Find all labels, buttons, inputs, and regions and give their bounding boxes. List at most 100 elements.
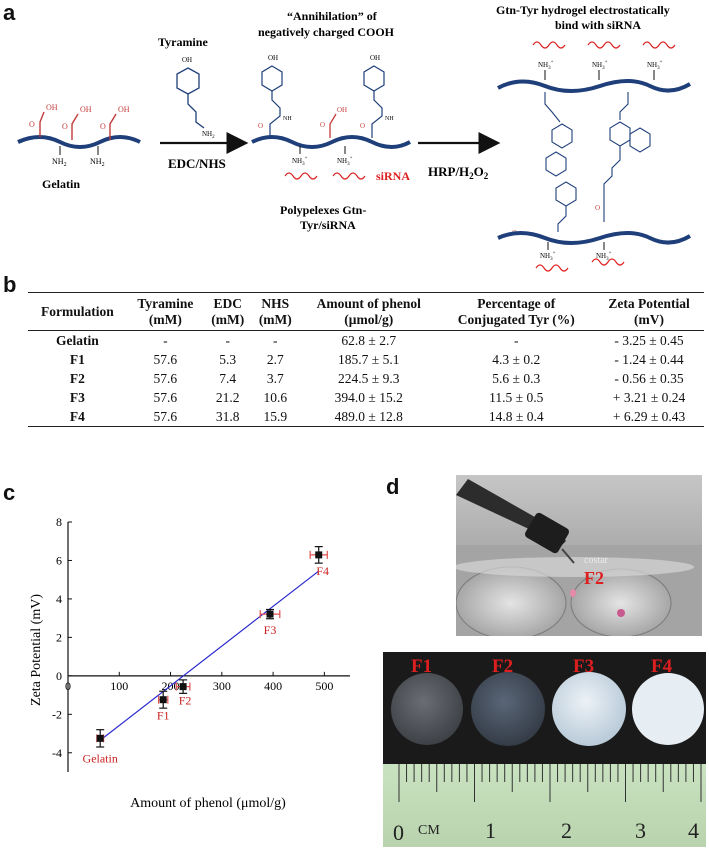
table-cell: 57.6 xyxy=(153,370,178,386)
ruler-number: 1 xyxy=(485,818,496,843)
table-cell: 3.7 xyxy=(266,370,284,386)
x-tick-label: 400 xyxy=(264,679,282,693)
oh-label: OH xyxy=(118,105,130,114)
table-row: F1 57.6 5.3 2.7 185.7 ± 5.1 4.3 ± 0.2 - … xyxy=(28,350,704,369)
table-row: F3 57.6 21.2 10.6 394.0 ± 15.2 11.5 ± 0.… xyxy=(28,388,704,407)
data-point xyxy=(315,551,323,559)
nh-label: NH xyxy=(385,116,394,122)
nh3-label: NH3+ xyxy=(540,251,556,262)
oh-label: OH xyxy=(80,105,92,114)
table-cell: 57.6 xyxy=(153,351,178,367)
table-cell: 11.5 ± 0.5 xyxy=(489,389,544,405)
nh3-label: NH3+ xyxy=(538,60,554,71)
table-cell: 62.8 ± 2.7 xyxy=(341,332,397,348)
table-cell: Gelatin xyxy=(56,332,99,348)
nh3-label: NH3+ xyxy=(596,251,612,262)
table-cell: - 3.25 ± 0.45 xyxy=(614,332,684,348)
header-tyramine: Tyramine(mM) xyxy=(137,296,194,327)
oh-label: OH xyxy=(268,54,278,62)
point-label: F3 xyxy=(264,623,277,637)
table-cell: 185.7 ± 5.1 xyxy=(338,351,400,367)
table-row: Gelatin - - - 62.8 ± 2.7 - - 3.25 ± 0.45 xyxy=(28,331,704,351)
table-cell: - xyxy=(225,332,230,348)
point-label: Gelatin xyxy=(83,751,118,765)
polyplex-structure: “Annihilation” of negatively charged COO… xyxy=(251,9,411,232)
header-zeta: Zeta Potential(mV) xyxy=(608,296,690,327)
header-formulation: Formulation xyxy=(41,303,114,319)
panel-label-b: b xyxy=(3,272,17,297)
table-cell: 4.3 ± 0.2 xyxy=(492,351,541,367)
photo-label-f2: F2 xyxy=(584,568,604,588)
table-cell: + 6.29 ± 0.43 xyxy=(612,408,686,424)
disc-label-f2: F2 xyxy=(492,656,513,677)
table-cell: F4 xyxy=(69,408,85,424)
reaction-scheme: O OH O OH O OH NH2 NH2 Gelatin Tyramine … xyxy=(17,3,692,272)
table-cell: F1 xyxy=(69,351,85,367)
oh-label: OH xyxy=(182,56,192,64)
x-tick-label: 300 xyxy=(213,679,231,693)
y-tick-label: 8 xyxy=(56,515,62,529)
y-tick-label: 4 xyxy=(56,592,62,606)
panel-label-d: d xyxy=(386,474,400,499)
fit-line xyxy=(99,570,320,741)
table-cell: 10.6 xyxy=(263,389,288,405)
sirna-label: siRNA xyxy=(376,169,410,183)
oh-label: OH xyxy=(370,54,380,62)
table-cell: + 3.21 ± 0.24 xyxy=(612,389,686,405)
ruler-number: 2 xyxy=(561,818,572,843)
table-cell: 57.6 xyxy=(153,408,178,424)
plate-text: costar xyxy=(584,555,609,566)
panel-label-a: a xyxy=(3,0,16,25)
hydrogel-title-2: bind with siRNA xyxy=(555,18,641,32)
o-label: O xyxy=(258,122,263,130)
nh2-label: NH2 xyxy=(202,130,215,140)
disc-label-f4: F4 xyxy=(651,656,673,677)
table-header-row: Formulation Tyramine(mM) EDC(mM) NHS(mM)… xyxy=(28,292,704,331)
edc-nhs-label: EDC/NHS xyxy=(168,156,226,171)
y-axis-label: Zeta Potential (mV) xyxy=(29,594,44,706)
hydrogel-title: Gtn-Tyr hydrogel electrostatically xyxy=(496,3,670,17)
table-cell: 15.9 xyxy=(263,408,288,424)
x-tick-label: 100 xyxy=(110,679,128,693)
table-cell: 7.4 xyxy=(219,370,237,386)
gelatin-label: Gelatin xyxy=(42,177,80,191)
ruler-unit: CM xyxy=(418,823,440,838)
table-cell: 31.8 xyxy=(215,408,240,424)
table-cell: 14.8 ± 0.4 xyxy=(488,408,544,424)
nh3-label: NH3+ xyxy=(337,156,353,167)
o-label: O xyxy=(29,120,35,129)
disc-label-f3: F3 xyxy=(573,656,594,677)
zeta-potential-chart: -4-2024680100200300400500 GelatinF1F2F3F… xyxy=(29,515,350,811)
table-row: F4 57.6 31.8 15.9 489.0 ± 12.8 14.8 ± 0.… xyxy=(28,407,704,427)
point-label: F2 xyxy=(179,694,192,708)
ruler-number: 0 xyxy=(393,820,404,845)
header-phenol: Amount of phenol(μmol/g) xyxy=(316,296,421,327)
x-axis-label: Amount of phenol (μmol/g) xyxy=(130,796,286,811)
point-label: F4 xyxy=(316,564,329,578)
ruler-number: 3 xyxy=(635,818,646,843)
oh-label: OH xyxy=(337,106,347,114)
y-tick-label: -2 xyxy=(52,707,62,721)
annihilation-title-2: negatively charged COOH xyxy=(258,25,395,39)
formulation-table: Formulation Tyramine(mM) EDC(mM) NHS(mM)… xyxy=(28,292,704,427)
data-point xyxy=(96,734,104,742)
o-label: O xyxy=(595,204,600,212)
panel-label-c: c xyxy=(3,480,16,505)
x-tick-label: 0 xyxy=(65,679,71,693)
nh3-label: NH3+ xyxy=(292,156,308,167)
nh2-label: NH2 xyxy=(52,157,67,168)
o-label: O xyxy=(320,121,325,129)
hydrogel-structure: Gtn-Tyr hydrogel electrostatically bind … xyxy=(496,3,692,272)
table-row: F2 57.6 7.4 3.7 224.5 ± 9.3 5.6 ± 0.3 - … xyxy=(28,369,704,388)
table-cell: 5.3 xyxy=(219,351,237,367)
table-cell: 5.6 ± 0.3 xyxy=(492,370,541,386)
y-tick-label: 6 xyxy=(56,553,62,567)
tyramine-label: Tyramine xyxy=(158,35,208,49)
header-edc: EDC(mM) xyxy=(211,296,245,327)
annihilation-title: “Annihilation” of xyxy=(287,9,378,23)
nh-label: NH xyxy=(283,116,292,122)
table-cell: F2 xyxy=(69,370,85,386)
o-label: O xyxy=(360,122,365,130)
table-cell: - xyxy=(163,332,168,348)
y-tick-label: 2 xyxy=(56,630,62,644)
